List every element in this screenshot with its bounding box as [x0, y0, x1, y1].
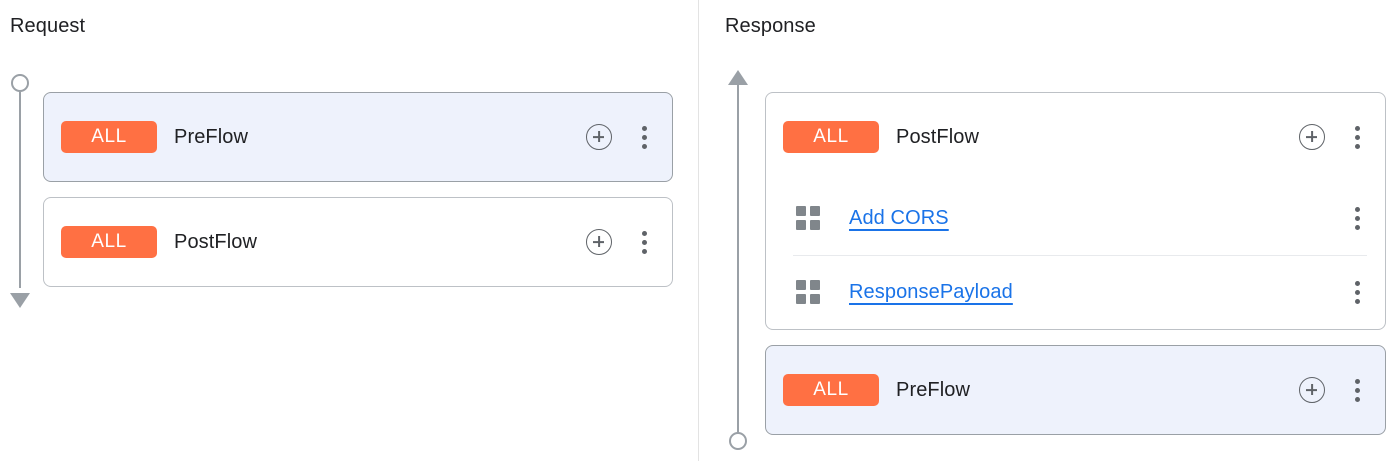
kebab-dot — [1354, 143, 1360, 149]
more-options-icon[interactable] — [1347, 124, 1367, 150]
flow-card-postflow[interactable]: ALL PostFlow — [765, 92, 1386, 330]
flow-card-actions — [586, 124, 654, 150]
kebab-dot — [1354, 378, 1360, 384]
rail-arrow-down-icon — [10, 293, 30, 308]
rail-arrow-up-icon — [728, 70, 748, 85]
flow-card-title: PreFlow — [896, 378, 971, 401]
panel-divider — [698, 0, 699, 461]
flow-card-header[interactable]: ALL PreFlow — [766, 346, 1385, 434]
grid-square — [810, 220, 820, 230]
more-options-icon[interactable] — [634, 124, 654, 150]
response-flow-rail — [725, 70, 751, 450]
grid-square — [796, 294, 806, 304]
policy-link[interactable]: ResponsePayload — [849, 280, 1013, 303]
more-options-icon[interactable] — [634, 229, 654, 255]
rail-line — [19, 92, 21, 288]
kebab-dot — [641, 230, 647, 236]
flow-method-badge: ALL — [61, 226, 157, 258]
kebab-dot — [1354, 215, 1360, 221]
kebab-dot — [641, 134, 647, 140]
request-flow-cards: ALL PreFlow — [43, 92, 673, 287]
kebab-dot — [1354, 280, 1360, 286]
grid-square — [810, 206, 820, 216]
policy-icon-wrap — [766, 206, 849, 230]
rail-line — [737, 80, 739, 436]
kebab-dot — [1354, 298, 1360, 304]
flow-method-badge: ALL — [783, 374, 879, 406]
flow-card-preflow[interactable]: ALL PreFlow — [765, 345, 1386, 435]
more-options-icon[interactable] — [1347, 279, 1367, 305]
kebab-dot — [1354, 224, 1360, 230]
policy-icon-wrap — [766, 280, 849, 304]
flow-card-header[interactable]: ALL PreFlow — [44, 93, 672, 181]
request-flow-rail — [7, 70, 33, 308]
flow-card-actions — [1299, 124, 1367, 150]
response-panel-title: Response — [725, 15, 816, 37]
flow-card-header[interactable]: ALL PostFlow — [44, 198, 672, 286]
flow-method-badge: ALL — [783, 121, 879, 153]
add-icon[interactable] — [1299, 377, 1325, 403]
flow-method-badge: ALL — [61, 121, 157, 153]
flow-card-postflow[interactable]: ALL PostFlow — [43, 197, 673, 287]
grid-square — [796, 280, 806, 290]
more-options-icon[interactable] — [1347, 205, 1367, 231]
policy-list: Add CORS — [766, 181, 1385, 329]
response-panel: Response ALL PostFlow — [699, 0, 1393, 461]
policy-grid-icon — [796, 280, 820, 304]
grid-square — [810, 280, 820, 290]
flow-card-title: PreFlow — [174, 125, 249, 148]
kebab-dot — [1354, 125, 1360, 131]
response-flow-cards: ALL PostFlow — [765, 92, 1386, 435]
flow-badge-wrap: ALL — [766, 374, 896, 406]
request-panel: Request ALL PreFlow — [0, 0, 698, 461]
policy-grid-icon — [796, 206, 820, 230]
kebab-dot — [1354, 289, 1360, 295]
flow-card-title: PostFlow — [896, 125, 980, 148]
grid-square — [810, 294, 820, 304]
flow-card-title: PostFlow — [174, 230, 258, 253]
add-icon[interactable] — [1299, 124, 1325, 150]
grid-square — [796, 206, 806, 216]
kebab-dot — [641, 239, 647, 245]
kebab-dot — [641, 248, 647, 254]
flow-badge-wrap: ALL — [44, 121, 174, 153]
request-panel-title: Request — [10, 15, 86, 37]
kebab-dot — [641, 125, 647, 131]
add-icon[interactable] — [586, 124, 612, 150]
add-icon[interactable] — [586, 229, 612, 255]
flow-badge-wrap: ALL — [44, 226, 174, 258]
policy-row-responsepayload[interactable]: ResponsePayload — [766, 255, 1367, 329]
flow-card-preflow[interactable]: ALL PreFlow — [43, 92, 673, 182]
kebab-dot — [641, 143, 647, 149]
policy-link[interactable]: Add CORS — [849, 206, 949, 229]
kebab-dot — [1354, 134, 1360, 140]
kebab-dot — [1354, 206, 1360, 212]
flow-card-actions — [1299, 377, 1367, 403]
flow-badge-wrap: ALL — [766, 121, 896, 153]
policy-row-add-cors[interactable]: Add CORS — [766, 181, 1367, 255]
kebab-dot — [1354, 396, 1360, 402]
more-options-icon[interactable] — [1347, 377, 1367, 403]
grid-square — [796, 220, 806, 230]
rail-start-circle-icon — [11, 74, 29, 92]
kebab-dot — [1354, 387, 1360, 393]
flow-card-actions — [586, 229, 654, 255]
flow-card-header[interactable]: ALL PostFlow — [766, 93, 1385, 181]
rail-end-circle-icon — [729, 432, 747, 450]
